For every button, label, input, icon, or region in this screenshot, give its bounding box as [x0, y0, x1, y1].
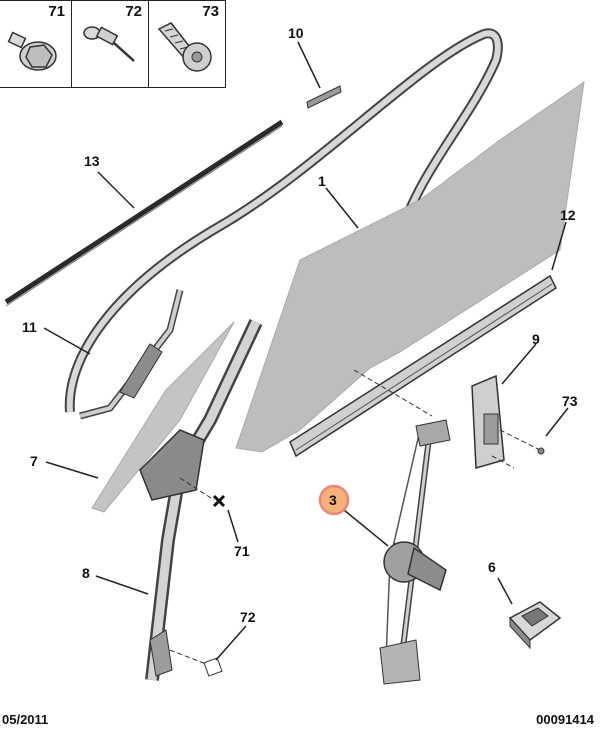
leader-3: [343, 509, 389, 547]
inner-belt-strip-edge: [295, 283, 553, 451]
leader-6: [497, 577, 513, 605]
channel-bracket: [139, 429, 205, 501]
callout-8: 8: [82, 565, 90, 581]
assembly-line-glass-regulator: [353, 369, 433, 417]
window-switch-side: [509, 616, 531, 650]
leader-9: [501, 343, 537, 385]
leader-72: [215, 625, 247, 661]
inset-73: 73: [148, 0, 226, 88]
assembly-line-73: [499, 429, 541, 451]
seal-bracket: [119, 343, 163, 399]
rear-quarter-glass: [91, 321, 235, 513]
fastener-marker-72: [203, 657, 223, 677]
channel-foot: [149, 629, 173, 677]
inset-label-73: 73: [202, 3, 219, 20]
leader-71: [227, 509, 239, 543]
footer-code: 00091414: [536, 712, 594, 727]
fastener-marker-73: [537, 447, 545, 455]
regulator-top-clamp: [415, 419, 451, 447]
inset-72: 72: [71, 0, 149, 88]
assembly-line-73b: [491, 455, 515, 469]
callout-72: 72: [240, 609, 256, 625]
assembly-line-72: [169, 649, 207, 665]
callout-11: 11: [22, 319, 37, 335]
callout-73: 73: [562, 393, 578, 409]
fastener-marker-71: [212, 494, 226, 508]
leader-8: [95, 575, 149, 595]
callout-6: 6: [488, 559, 496, 575]
leader-1: [325, 187, 359, 229]
leader-73: [545, 407, 569, 437]
flange-bolt-icon: [7, 31, 57, 71]
callout-3: 3: [329, 492, 337, 508]
leader-13: [97, 171, 135, 209]
inset-label-72: 72: [125, 3, 142, 20]
outer-belt-strip-edge: [5, 125, 283, 307]
leader-12: [551, 221, 567, 271]
seal-clip: [306, 85, 342, 109]
highlight-marker: [318, 484, 350, 516]
run-guide-mount: [483, 413, 499, 445]
leader-11: [43, 327, 91, 355]
regulator-motor: [407, 546, 447, 592]
inset-label-71: 71: [48, 3, 65, 20]
callout-71: 71: [234, 543, 250, 559]
callout-10: 10: [288, 25, 304, 41]
callout-7: 7: [30, 453, 38, 469]
callout-12: 12: [560, 207, 576, 223]
callout-1: 1: [318, 173, 326, 189]
callout-13: 13: [84, 153, 100, 169]
assembly-line-71: [179, 477, 215, 501]
footer-date: 05/2011: [2, 712, 49, 727]
rivet-icon: [83, 26, 135, 62]
door-glass: [235, 80, 585, 453]
door-frame-seal-face: [66, 30, 501, 413]
leader-7: [45, 461, 99, 479]
window-switch-button: [521, 607, 549, 627]
regulator-bottom-bracket: [379, 639, 421, 685]
inset-71: 71: [0, 0, 72, 88]
tapping-screw-icon: [157, 22, 212, 72]
leader-10: [297, 41, 321, 89]
callout-9: 9: [532, 331, 540, 347]
outer-belt-strip: [4, 119, 284, 305]
